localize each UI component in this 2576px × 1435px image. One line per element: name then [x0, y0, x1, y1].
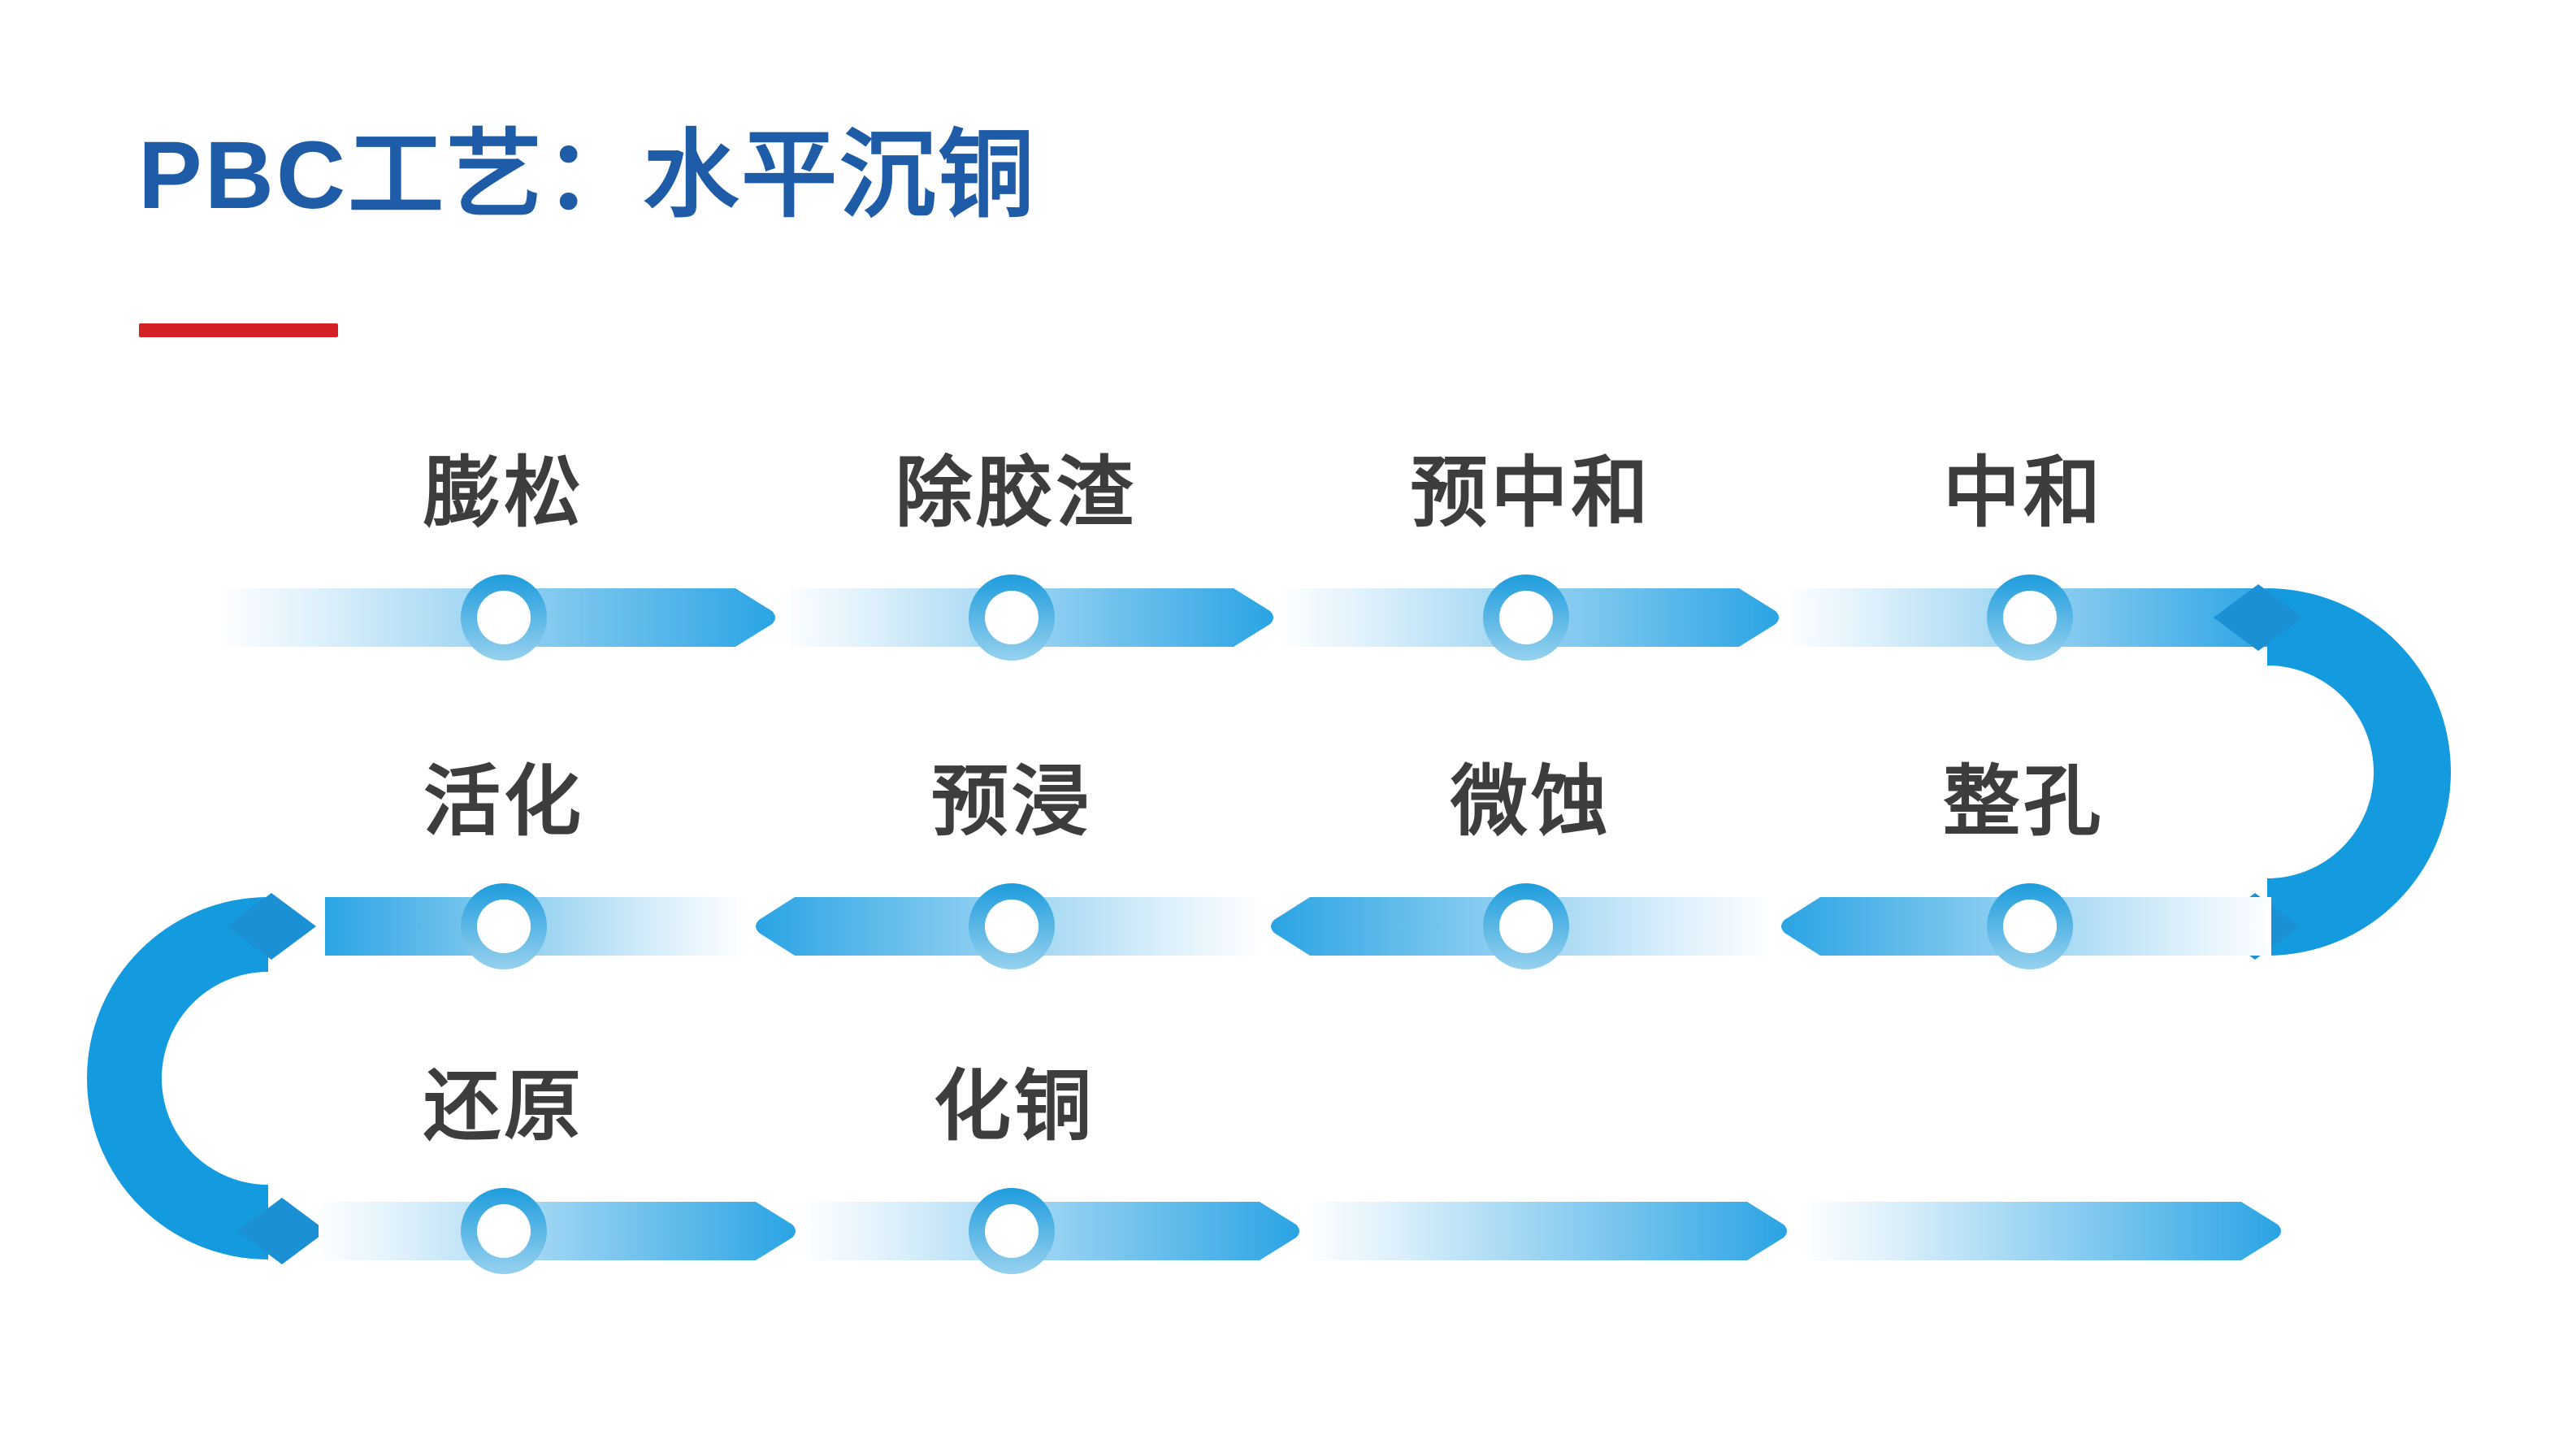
- flow-band-row-3: [319, 1202, 2281, 1260]
- u-turn-left: [87, 893, 327, 1264]
- page-title: PBC工艺：水平沉铜: [138, 122, 1037, 229]
- node-pre-dip: [969, 883, 1055, 969]
- node-electroless-copper: [969, 1188, 1055, 1274]
- step-label-electroless-copper: 化铜: [933, 1064, 1095, 1150]
- step-label-neutralization: 中和: [1942, 450, 2105, 536]
- node-micro-etch: [1483, 883, 1569, 969]
- node-swelling: [461, 574, 547, 661]
- step-label-activation: 活化: [423, 759, 585, 845]
- title-underline: [139, 323, 338, 337]
- step-label-hole-conditioning: 整孔: [1942, 759, 2105, 845]
- flow-band-row-2: [325, 897, 2271, 956]
- step-label-reduction: 还原: [423, 1064, 585, 1150]
- step-label-micro-etch: 微蚀: [1450, 759, 1612, 845]
- step-label-pre-neutralization: 预中和: [1410, 450, 1652, 536]
- arrow-into-left-turn: [227, 893, 316, 960]
- node-neutralization: [1987, 574, 2073, 661]
- node-desmear: [969, 574, 1055, 661]
- step-label-swelling: 膨松: [423, 450, 585, 536]
- arrow-out-of-left-turn: [237, 1198, 327, 1264]
- node-hole-conditioning: [1987, 883, 2073, 969]
- node-pre-neutralization: [1483, 574, 1569, 661]
- node-activation: [461, 883, 547, 969]
- step-label-desmear: 除胶渣: [895, 450, 1137, 536]
- flow-nodes: [461, 574, 2073, 1274]
- node-reduction: [461, 1188, 547, 1274]
- step-label-pre-dip: 预浸: [930, 759, 1093, 845]
- arrow-into-right-turn: [2214, 584, 2303, 651]
